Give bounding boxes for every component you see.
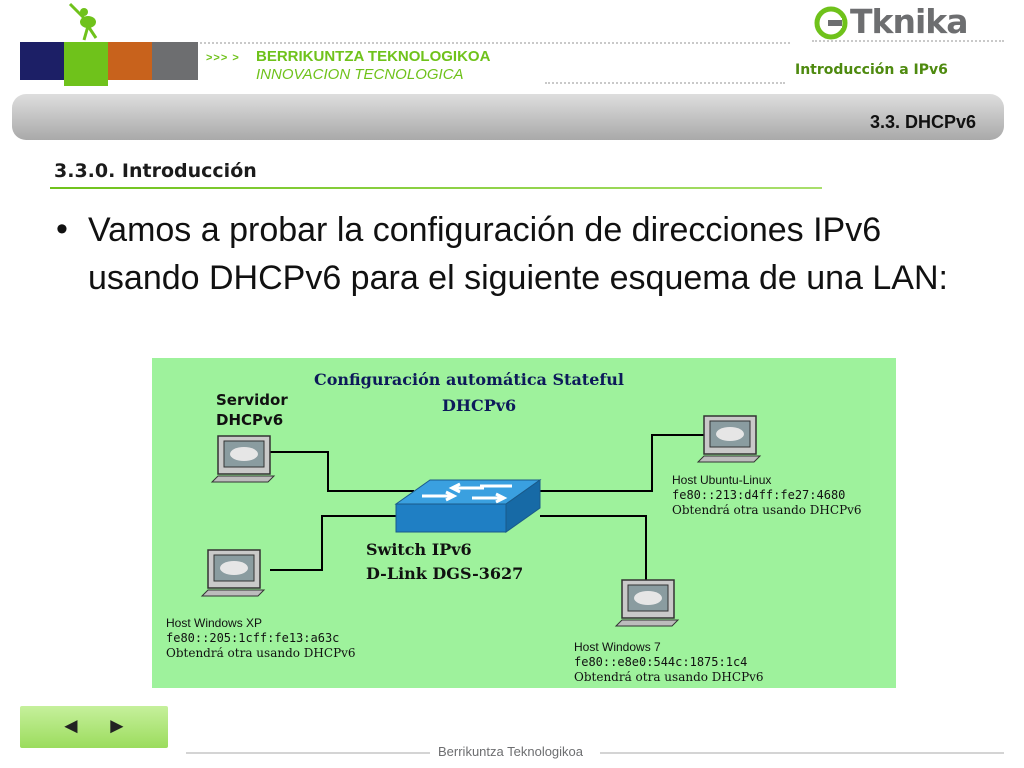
section-title: 3.3.0. Introducción — [54, 160, 257, 182]
slide-navigation: ◄ ► — [20, 706, 168, 748]
header-block-green — [64, 42, 108, 86]
host-name: Host Windows XP — [166, 616, 263, 630]
header-dotted-line — [200, 42, 790, 44]
host-name: Host Ubuntu-Linux — [672, 473, 772, 487]
header-block-gray — [152, 42, 198, 80]
host-w7-label: Host Windows 7 fe80::e8e0:544c:1875:1c4 … — [574, 640, 764, 685]
banner-title: 3.3. DHCPv6 — [869, 112, 976, 132]
w7-computer-icon — [614, 579, 680, 627]
host-ubuntu-label: Host Ubuntu-Linux fe80::213:d4ff:fe27:46… — [672, 473, 862, 518]
switch-label: Switch IPv6 D-Link DGS-3627 — [366, 538, 523, 586]
previous-slide-button[interactable]: ◄ — [60, 713, 82, 738]
switch-label-line1: Switch IPv6 — [366, 540, 472, 559]
header-block-orange — [108, 42, 152, 80]
tknika-logo-text: Tknika — [850, 2, 968, 41]
host-name: Host Windows 7 — [574, 640, 661, 654]
section-banner — [12, 94, 1004, 140]
bullet-text: Vamos a probar la configuración de direc… — [88, 211, 948, 297]
host-note: Obtendrá otra usando DHCPv6 — [574, 670, 764, 684]
footer-line-right — [600, 752, 1004, 754]
link-server-switch — [270, 451, 414, 492]
link-xp-switch — [270, 515, 414, 571]
switch-label-line2: D-Link DGS-3627 — [366, 564, 524, 583]
network-diagram — [152, 358, 896, 688]
footer-text: Berrikuntza Teknologikoa — [438, 744, 584, 759]
host-xp-label: Host Windows XP fe80::205:1cff:fe13:a63c… — [166, 616, 356, 661]
server-label-line1: Servidor — [216, 391, 288, 409]
link-ubuntu-switch — [540, 434, 704, 492]
server-label-line2: DHCPv6 — [216, 411, 284, 429]
host-address: fe80::e8e0:544c:1875:1c4 — [574, 655, 748, 669]
brand-subtitle: INNOVACION TECNOLOGICA — [256, 66, 464, 83]
footer-line-left — [186, 752, 430, 754]
topic-label: Introducción a IPv6 — [795, 62, 948, 78]
next-slide-button[interactable]: ► — [106, 713, 128, 738]
server-label: Servidor DHCPv6 — [216, 390, 288, 430]
host-address: fe80::205:1cff:fe13:a63c — [166, 631, 340, 645]
section-underline — [50, 187, 822, 189]
host-note: Obtendrá otra usando DHCPv6 — [672, 503, 862, 517]
brand-arrows: >>> > — [206, 52, 240, 64]
header-block-navy — [20, 42, 64, 80]
bullet-dot: • — [56, 210, 68, 248]
xp-computer-icon — [200, 549, 266, 597]
diagram-links — [270, 434, 704, 594]
logo-dotted-line — [812, 40, 1004, 42]
header-dotted-line-lower — [545, 82, 785, 84]
server-computer-icon — [210, 435, 276, 483]
tknika-logo-icon — [814, 6, 848, 40]
ubuntu-computer-icon — [696, 415, 762, 463]
link-w7-switch — [540, 515, 647, 594]
switch-icon — [394, 479, 542, 533]
diagram-title: Configuración automática Stateful — [314, 370, 624, 389]
brand-title: BERRIKUNTZA TEKNOLOGIKOA — [256, 48, 491, 65]
antenna-figure-icon — [68, 2, 98, 41]
diagram-title-protocol: DHCPv6 — [442, 396, 517, 415]
host-address: fe80::213:d4ff:fe27:4680 — [672, 488, 846, 502]
host-note: Obtendrá otra usando DHCPv6 — [166, 646, 356, 660]
